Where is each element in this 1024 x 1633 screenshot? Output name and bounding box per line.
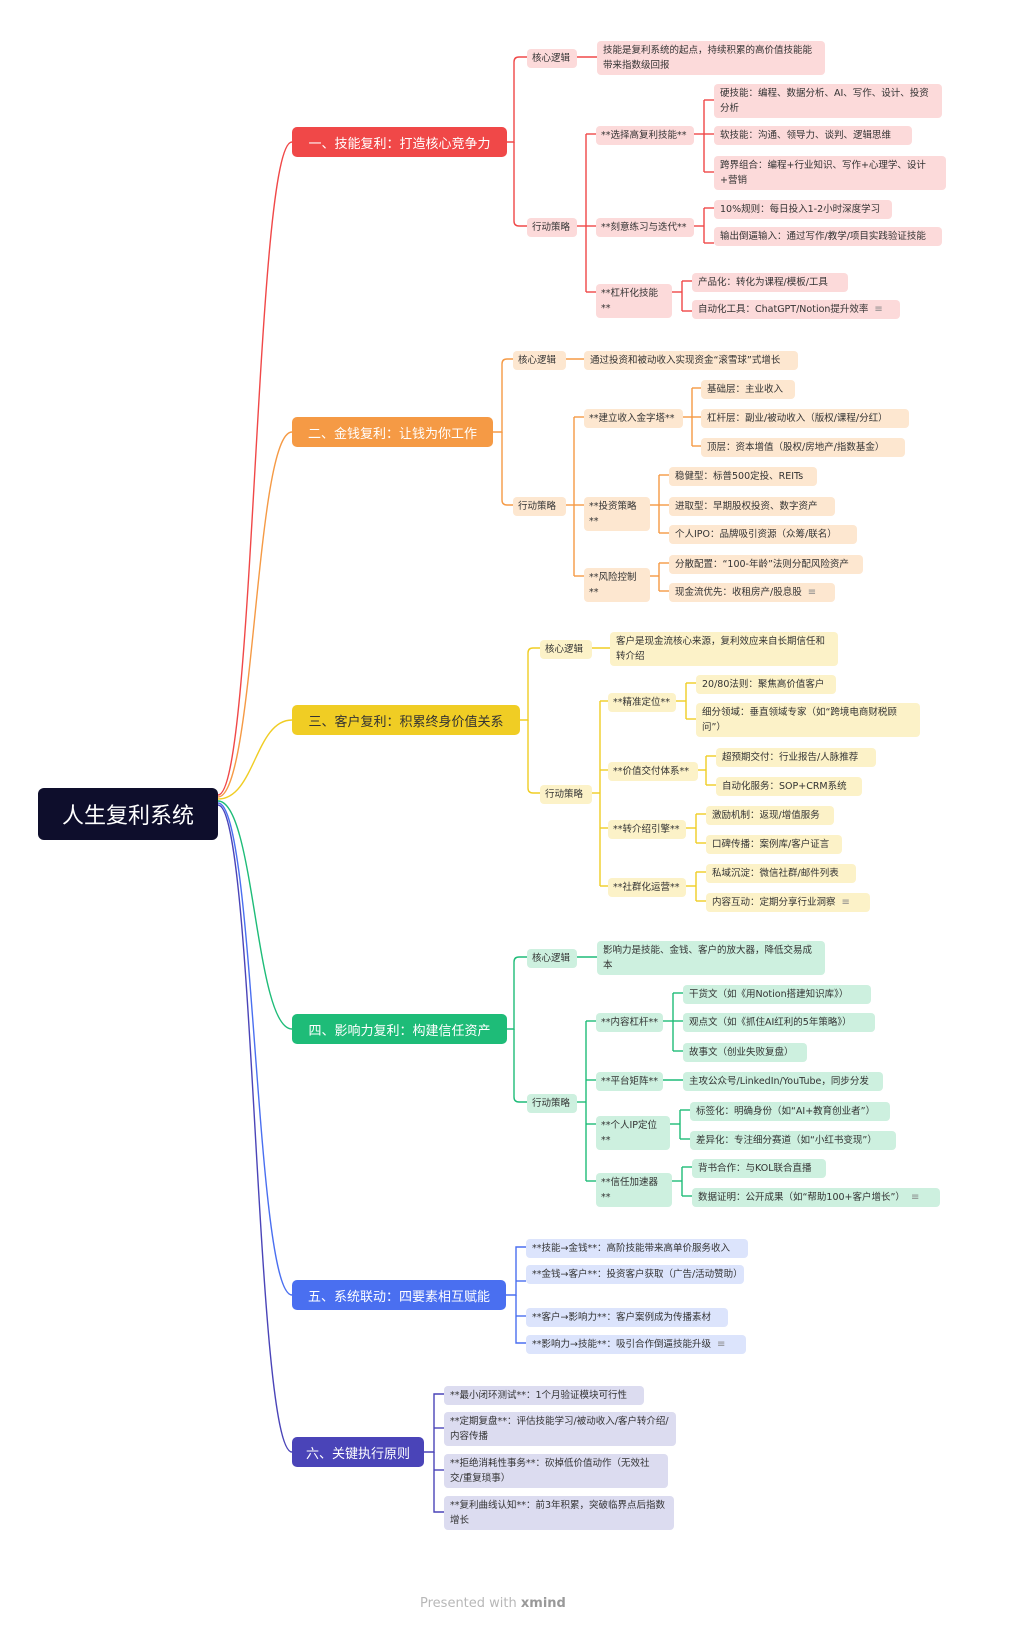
- branch5-item1[interactable]: **技能→金钱**：高阶技能带来高单价服务收入: [526, 1239, 748, 1258]
- branch4-core-text[interactable]: 影响力是技能、金钱、客户的放大器，降低交易成本: [597, 941, 825, 975]
- branch4-group4-item2[interactable]: 数据证明：公开成果（如“帮助100+客户增长”） ≡: [692, 1188, 940, 1207]
- branch1-group1[interactable]: **选择高复利技能**: [596, 126, 694, 145]
- branch1-core-text[interactable]: 技能是复利系统的起点，持续积累的高价值技能能带来指数级回报: [597, 41, 825, 75]
- branch4-group3[interactable]: **个人IP定位**: [596, 1116, 670, 1150]
- branch1-group3-item1[interactable]: 产品化：转化为课程/模板/工具: [692, 273, 848, 292]
- branch5-item4-text: **影响力→技能**：吸引合作倒逼技能升级: [532, 1339, 711, 1350]
- branch4-group1[interactable]: **内容杠杆**: [596, 1013, 663, 1032]
- branch2-group2-item3[interactable]: 个人IPO：品牌吸引资源（众筹/联名）: [669, 525, 857, 544]
- branch4-group3-item1[interactable]: 标签化：明确身份（如“AI+教育创业者”）: [690, 1102, 890, 1121]
- branch3-group3-item2[interactable]: 口碑传播：案例库/客户证言: [706, 835, 842, 854]
- notes-icon[interactable]: ≡: [807, 587, 817, 598]
- branch3-group2-item2[interactable]: 自动化服务：SOP+CRM系统: [716, 777, 862, 796]
- branch4-core-label[interactable]: 核心逻辑: [527, 949, 577, 968]
- branch5-topic[interactable]: 五、系统联动：四要素相互赋能: [292, 1280, 506, 1310]
- notes-icon[interactable]: ≡: [841, 897, 850, 908]
- branch5-item4[interactable]: **影响力→技能**：吸引合作倒逼技能升级 ≡: [526, 1335, 746, 1354]
- notes-icon[interactable]: ≡: [716, 1339, 726, 1350]
- branch6-item2[interactable]: **定期复盘**：评估技能学习/被动收入/客户转介绍/内容传播: [444, 1412, 676, 1446]
- branch3-group4[interactable]: **社群化运营**: [608, 878, 686, 897]
- notes-icon[interactable]: ≡: [910, 1192, 920, 1203]
- branch1-group1-item1[interactable]: 硬技能：编程、数据分析、AI、写作、设计、投资分析: [714, 84, 942, 118]
- branch3-connectors: [520, 647, 716, 902]
- root-topic[interactable]: 人生复利系统: [38, 788, 218, 840]
- notes-icon[interactable]: ≡: [874, 304, 883, 315]
- branch1-topic[interactable]: 一、技能复利：打造核心竞争力: [292, 127, 507, 157]
- branch2-topic[interactable]: 二、金钱复利：让钱为你工作: [292, 417, 493, 447]
- branch4-group1-item3[interactable]: 故事文（创业失败复盘）: [683, 1043, 807, 1062]
- branch3-group3-item1[interactable]: 激励机制：返现/增值服务: [706, 806, 834, 825]
- branch1-group1-item2[interactable]: 软技能：沟通、领导力、谈判、逻辑思维: [714, 126, 912, 145]
- branch4-group4[interactable]: **信任加速器**: [596, 1173, 672, 1207]
- root-connectors: [217, 141, 293, 1453]
- branch2-group3-item2[interactable]: 现金流优先：收租房产/股息股 ≡: [669, 583, 835, 602]
- branch2-group1-item1[interactable]: 基础层：主业收入: [701, 380, 795, 399]
- branch5-item3[interactable]: **客户→影响力**：客户案例成为传播素材: [526, 1308, 728, 1327]
- branch2-core-label[interactable]: 核心逻辑: [513, 351, 566, 370]
- branch3-group3[interactable]: **转介绍引擎**: [608, 820, 686, 839]
- footer-brand: xmind: [520, 1596, 566, 1611]
- branch4-group1-item1[interactable]: 干货文（如《用Notion搭建知识库》）: [683, 985, 871, 1004]
- branch4-topic[interactable]: 四、影响力复利：构建信任资产: [292, 1014, 507, 1044]
- branch2-group3-item2-text: 现金流优先：收租房产/股息股: [675, 587, 802, 598]
- branch6-topic[interactable]: 六、关键执行原则: [292, 1437, 424, 1467]
- branch3-group1[interactable]: **精准定位**: [608, 693, 676, 712]
- branch3-core-text[interactable]: 客户是现金流核心来源，复利效应来自长期信任和转介绍: [610, 632, 838, 666]
- branch4-group2[interactable]: **平台矩阵**: [596, 1072, 663, 1091]
- branch2-core-text[interactable]: 通过投资和被动收入实现资金“滚雪球”式增长: [584, 351, 798, 370]
- branch4-group2-item1[interactable]: 主攻公众号/LinkedIn/YouTube，同步分发: [683, 1072, 883, 1091]
- branch3-group1-item2[interactable]: 细分领域：垂直领域专家（如“跨境电商财税顾问”）: [696, 703, 920, 737]
- branch4-group4-item1[interactable]: 背书合作：与KOL联合直播: [692, 1159, 826, 1178]
- branch4-group3-item2[interactable]: 差异化：专注细分赛道（如“小红书变现”）: [690, 1131, 896, 1150]
- branch3-group4-item2[interactable]: 内容互动：定期分享行业洞察 ≡: [706, 893, 870, 912]
- branch3-group2[interactable]: **价值交付体系**: [608, 762, 698, 781]
- branch6-item1[interactable]: **最小闭环测试**：1个月验证模块可行性: [444, 1386, 644, 1405]
- branch6-item3[interactable]: **拒绝消耗性事务**：砍掉低价值动作（无效社交/重复琐事）: [444, 1454, 668, 1488]
- branch2-group1-item2[interactable]: 杠杆层：副业/被动收入（版权/课程/分红）: [701, 409, 909, 428]
- branch1-core-label[interactable]: 核心逻辑: [527, 49, 577, 68]
- footer-watermark: Presented with xmind: [420, 1596, 566, 1611]
- branch3-group2-item1[interactable]: 超预期交付：行业报告/人脉推荐: [716, 748, 876, 767]
- branch2-group2-item2[interactable]: 进取型：早期股权投资、数字资产: [669, 497, 835, 516]
- branch1-group2-item2[interactable]: 输出倒逼输入：通过写作/教学/项目实践验证技能: [714, 227, 942, 246]
- branch1-group2-item1[interactable]: 10%规则：每日投入1-2小时深度学习: [714, 200, 892, 219]
- branch3-group4-item1[interactable]: 私域沉淀：微信社群/邮件列表: [706, 864, 856, 883]
- branch3-group1-item1[interactable]: 20/80法则：聚焦高价值客户: [696, 675, 836, 694]
- branch2-group3[interactable]: **风险控制**: [584, 568, 650, 602]
- branch1-group3[interactable]: **杠杆化技能**: [596, 284, 672, 318]
- branch3-group4-item2-text: 内容互动：定期分享行业洞察: [712, 897, 836, 908]
- branch1-group2[interactable]: **刻意练习与迭代**: [596, 218, 694, 237]
- branch4-group1-item2[interactable]: 观点文（如《抓住AI红利的5年策略》）: [683, 1013, 875, 1032]
- branch1-action-label[interactable]: 行动策略: [527, 218, 577, 237]
- branch2-connectors: [493, 358, 701, 592]
- branch1-group3-item2-text: 自动化工具：ChatGPT/Notion提升效率: [698, 304, 869, 315]
- branch2-group1[interactable]: **建立收入金字塔**: [584, 409, 683, 428]
- branch4-action-label[interactable]: 行动策略: [527, 1094, 577, 1113]
- branch6-item4[interactable]: **复利曲线认知**：前3年积累，突破临界点后指数增长: [444, 1496, 674, 1530]
- branch1-connectors: [507, 56, 714, 312]
- branch4-group4-item2-text: 数据证明：公开成果（如“帮助100+客户增长”）: [698, 1192, 905, 1203]
- branch2-action-label[interactable]: 行动策略: [513, 497, 566, 516]
- branch1-group3-item2[interactable]: 自动化工具：ChatGPT/Notion提升效率 ≡: [692, 300, 900, 319]
- branch5-item2[interactable]: **金钱→客户**：投资客户获取（广告/活动赞助）: [526, 1265, 744, 1284]
- footer-prefix: Presented with: [420, 1596, 517, 1611]
- branch2-group1-item3[interactable]: 顶层：资本增值（股权/房地产/指数基金）: [701, 438, 905, 457]
- branch2-group2[interactable]: **投资策略**: [584, 497, 650, 531]
- branch6-connectors: [424, 1393, 444, 1513]
- branch4-connectors: [507, 956, 692, 1197]
- branch2-group2-item1[interactable]: 稳健型：标普500定投、REITs: [669, 467, 817, 486]
- branch3-topic[interactable]: 三、客户复利：积累终身价值关系: [292, 705, 520, 735]
- branch1-group1-item3[interactable]: 跨界组合：编程+行业知识、写作+心理学、设计+营销: [714, 156, 946, 190]
- branch5-connectors: [506, 1246, 526, 1344]
- branch3-core-label[interactable]: 核心逻辑: [540, 640, 592, 659]
- branch2-group3-item1[interactable]: 分散配置：“100-年龄”法则分配风险资产: [669, 555, 863, 574]
- branch3-action-label[interactable]: 行动策略: [540, 785, 592, 804]
